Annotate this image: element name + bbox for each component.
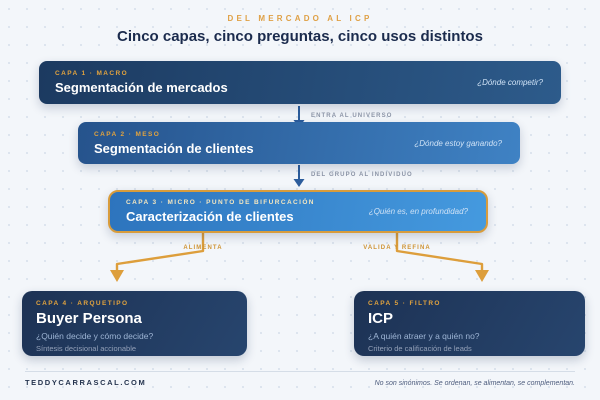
footer-tagline: No son sinónimos. Se ordenan, se aliment… — [374, 380, 575, 387]
footer-divider — [25, 371, 575, 372]
layer-question: ¿Quién es, en profundidad? — [368, 207, 468, 216]
layer-title: Caracterización de clientes — [126, 209, 294, 224]
layer-card-text: CAPA 1 · MACRO Segmentación de mercados — [55, 70, 228, 95]
layer-card-macro: CAPA 1 · MACRO Segmentación de mercados … — [39, 61, 561, 104]
output-card-buyer-persona: CAPA 4 · ARQUETIPO Buyer Persona ¿Quién … — [22, 291, 247, 356]
layer-title: Segmentación de clientes — [94, 140, 254, 156]
layer-tag: CAPA 3 · MICRO · PUNTO DE BIFURCACIÓN — [126, 199, 315, 206]
output-note: Criterio de calificación de leads — [368, 344, 472, 353]
output-title: ICP — [368, 310, 394, 327]
layer-question: ¿Dónde estoy ganando? — [414, 138, 502, 148]
down-arrow-icon-2 — [293, 165, 305, 187]
layer-card-meso: CAPA 2 · MESO Segmentación de clientes ¿… — [78, 122, 520, 164]
output-title: Buyer Persona — [36, 310, 142, 327]
eyebrow-label: DEL MERCADO AL ICP — [227, 14, 373, 23]
connector-label-1: ENTRA AL UNIVERSO — [311, 113, 393, 119]
layer-card-micro: CAPA 3 · MICRO · PUNTO DE BIFURCACIÓN Ca… — [108, 190, 488, 233]
layer-question: ¿Dónde competir? — [477, 78, 543, 87]
connector-label-2: DEL GRUPO AL INDIVIDUO — [311, 172, 413, 178]
footer-brand: TEDDYCARRASCAL.COM — [25, 378, 147, 387]
branch-label-alimenta: ALIMENTA — [183, 245, 223, 251]
branch-arrow-left-icon — [110, 233, 205, 282]
output-tag: CAPA 5 · FILTRO — [368, 300, 441, 307]
layer-tag: CAPA 2 · MESO — [94, 130, 161, 138]
output-card-icp: CAPA 5 · FILTRO ICP ¿A quién atraer y a … — [354, 291, 585, 356]
output-note: Síntesis decisional accionable — [36, 344, 137, 353]
page-title: Cinco capas, cinco preguntas, cinco usos… — [117, 28, 483, 45]
branch-label-valida-refina: VALIDA Y REFINA — [363, 245, 431, 251]
output-question: ¿A quién atraer y a quién no? — [368, 331, 480, 341]
branch-arrow-right-icon — [395, 233, 489, 282]
output-question: ¿Quién decide y cómo decide? — [36, 331, 154, 341]
layer-card-text: CAPA 2 · MESO Segmentación de clientes — [94, 131, 254, 156]
layer-card-text: CAPA 3 · MICRO · PUNTO DE BIFURCACIÓN Ca… — [126, 199, 315, 224]
layer-title: Segmentación de mercados — [55, 80, 228, 95]
output-tag: CAPA 4 · ARQUETIPO — [36, 300, 129, 307]
layer-tag: CAPA 1 · MACRO — [55, 70, 129, 77]
